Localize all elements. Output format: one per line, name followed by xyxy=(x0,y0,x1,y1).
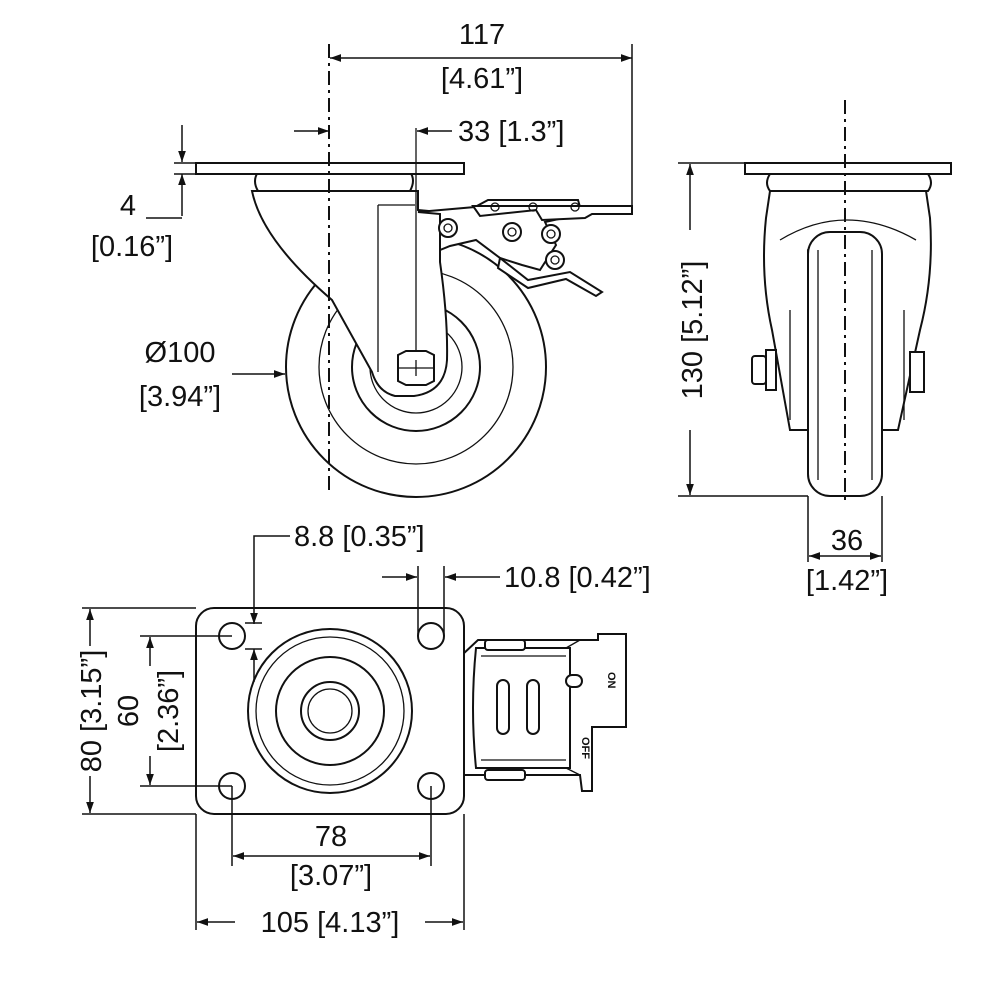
side-brake-lever xyxy=(496,256,604,298)
dim-plate-thickness-mm: 4 xyxy=(120,190,136,222)
dim-height: 130 [5.12”] xyxy=(677,261,709,400)
dim-hole-spacing-x-in: [3.07”] xyxy=(290,860,372,892)
top-housing-outer xyxy=(247,628,413,794)
front-swivel-housing xyxy=(766,173,932,192)
side-fork xyxy=(250,190,449,397)
dim-width-mm: 36 xyxy=(831,525,863,557)
dim-hole-offset: 8.8 [0.35”] xyxy=(294,521,425,553)
brake-off-label: OFF xyxy=(579,737,591,759)
side-brake-pedal xyxy=(471,205,633,222)
dim-plate-width: 105 [4.13”] xyxy=(261,907,400,939)
dim-hole-spacing-y-mm: 60 xyxy=(113,695,145,727)
dim-hole-spacing-y-in: [2.36”] xyxy=(153,670,185,752)
dim-wheel-dia-in: [3.94”] xyxy=(139,381,221,413)
top-view: ON OFF xyxy=(195,607,627,815)
dim-swivel-offset: 33 [1.3”] xyxy=(458,116,564,148)
dimensions: 117 [4.61”] 33 [1.3”] 4 [0.16”] Ø100 [3.… xyxy=(76,19,888,939)
front-axle-bolt xyxy=(751,355,767,385)
dim-offset-mm: 117 xyxy=(459,19,505,51)
front-view xyxy=(744,100,952,500)
dim-offset-in: [4.61”] xyxy=(441,63,523,95)
dim-wheel-dia-mm: Ø100 xyxy=(145,337,216,369)
top-kingpin xyxy=(300,681,360,741)
front-top-plate xyxy=(744,162,952,175)
top-brake-frame xyxy=(472,647,571,769)
dim-plate-thickness-in: [0.16”] xyxy=(91,231,173,263)
side-view xyxy=(195,44,633,498)
dim-plate-height: 80 [3.15”] xyxy=(76,650,108,773)
side-swivel-housing xyxy=(254,171,414,192)
brake-on-label: ON xyxy=(605,672,617,689)
side-fork-inner xyxy=(377,204,415,372)
dim-hole-dia: 10.8 [0.42”] xyxy=(504,562,651,594)
top-plate xyxy=(195,607,465,815)
dim-hole-spacing-x-mm: 78 xyxy=(315,821,347,853)
dim-width-in: [1.42”] xyxy=(806,565,888,597)
